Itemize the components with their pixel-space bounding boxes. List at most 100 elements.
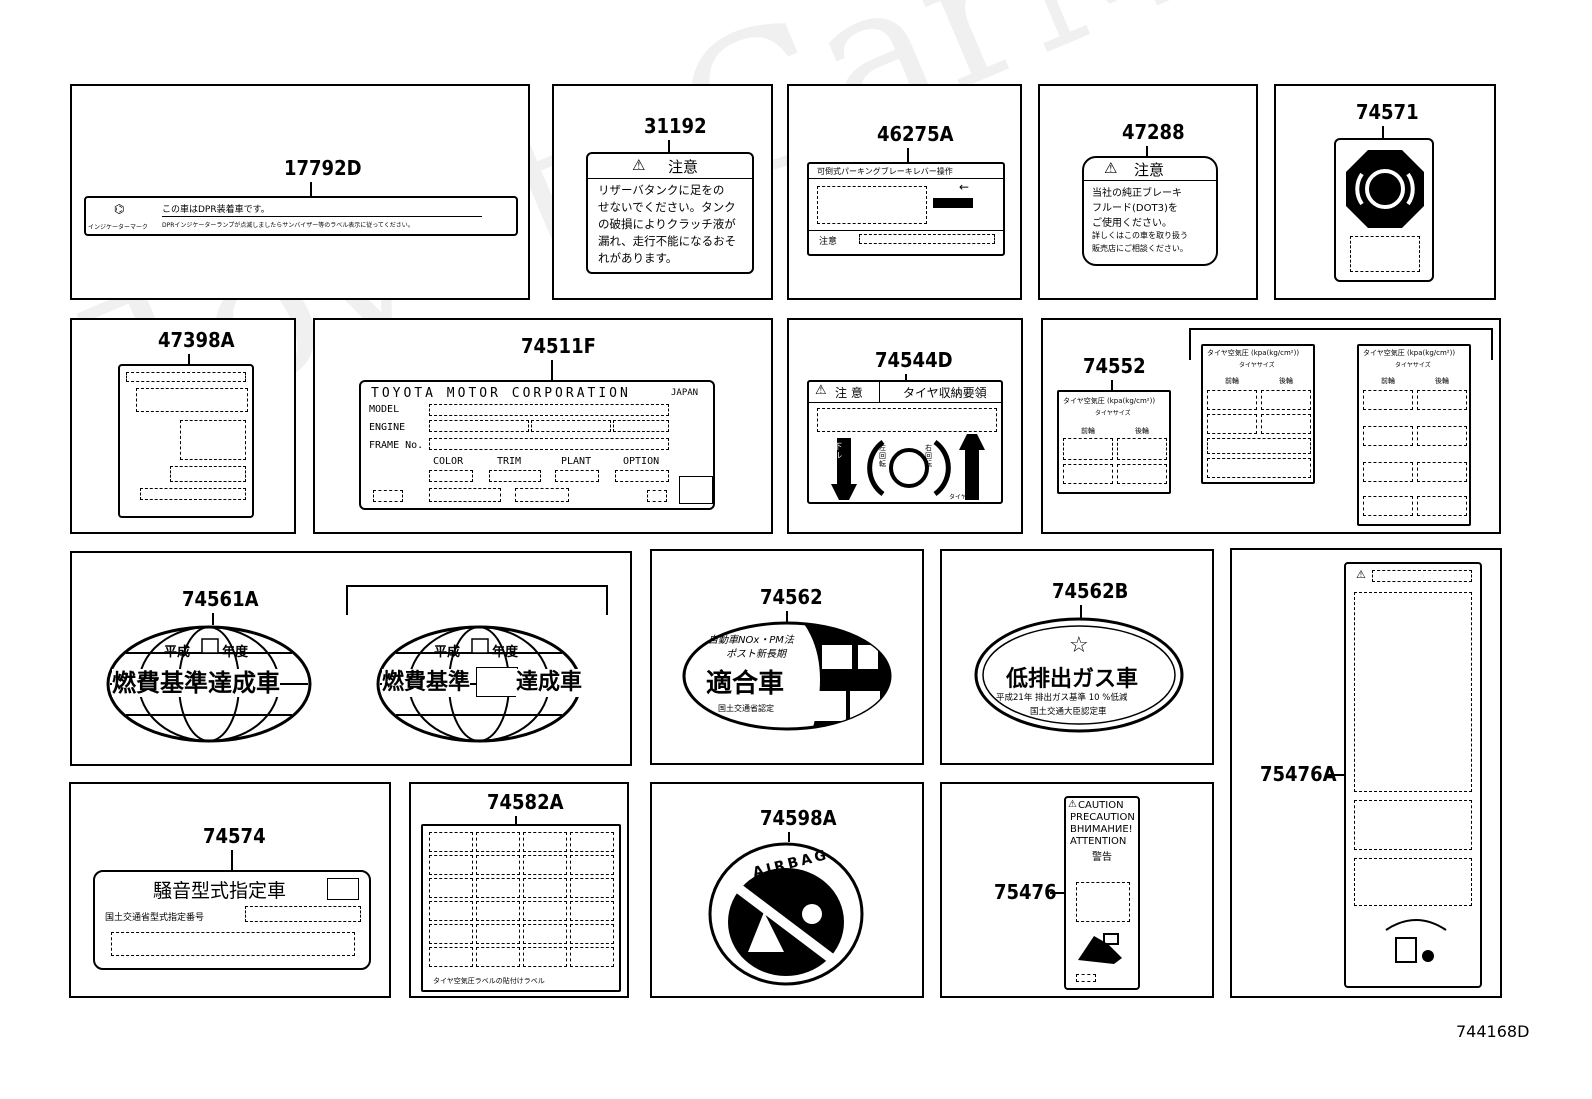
era-label: 平成 [434, 645, 461, 660]
panel-75476a[interactable]: 75476A ⚠ [1230, 548, 1502, 998]
panel-74561a[interactable]: 74561A 平成 年度 燃費基準達成車 平成 年度 燃費基準 達成車 [70, 551, 632, 766]
text-area [1350, 236, 1420, 272]
footer-bar [809, 230, 1003, 231]
grid-cell [429, 947, 473, 967]
panel-74582a[interactable]: 74582A タイヤ空気圧ラベルの貼付けラベル [409, 782, 629, 998]
header-bar: ⚠ 注意 [588, 154, 752, 179]
panel-74552[interactable]: 74552 タイヤ空気圧 (kpa(kg/cm²)) タイヤサイズ 前輪 後輪 … [1041, 318, 1501, 534]
code-field [373, 490, 403, 502]
grid-cell [429, 855, 473, 875]
panel-31192[interactable]: 31192 ⚠ 注意 リザーバタンクに足をの せないでください。タンク の破損に… [552, 84, 773, 300]
warning-icon: ⚠ [815, 383, 827, 398]
panel-74574[interactable]: 74574 騒音型式指定車 国土交通省型式指定番号 [69, 782, 391, 998]
pressure-header: タイヤ空気圧 (kpa(kg/cm²)) [1363, 349, 1456, 357]
tire-size-label: タイヤサイズ [1095, 410, 1131, 417]
value-field [1363, 426, 1413, 446]
code-field [429, 488, 501, 502]
panel-74571[interactable]: 74571 [1274, 84, 1496, 300]
barcode-box [679, 476, 713, 504]
part-number-74562b: 74562B [1052, 579, 1129, 603]
pressure-header: タイヤ空気圧 (kpa(kg/cm²)) [1063, 397, 1156, 405]
panel-47398a[interactable]: 47398A [70, 318, 296, 534]
grid-cell [523, 832, 567, 852]
panel-46275a[interactable]: 46275A 可倒式パーキングブレーキレバー操作 ← 注意 [787, 84, 1022, 300]
label-47288: ⚠ 注意 当社の純正ブレーキ フルード(DOT3)を ご使用ください。 詳しくは… [1082, 156, 1218, 266]
panel-74544d[interactable]: 74544D ⚠ 注 意 タイヤ収納要領 下ル 左回転 右回転 タイヤ [787, 318, 1023, 534]
emblem-text-part-b: 達成車 [516, 669, 583, 697]
hand-icon [1078, 933, 1122, 964]
grid-cell [429, 901, 473, 921]
tire-caption: タイヤ [949, 494, 967, 501]
country: JAPAN [671, 388, 699, 398]
label-74544d: ⚠ 注 意 タイヤ収納要領 下ル 左回転 右回転 タイヤ [807, 380, 1003, 504]
panel-74511f[interactable]: 74511F TOYOTA MOTOR CORPORATION JAPAN MO… [313, 318, 773, 534]
text-block [1354, 800, 1472, 850]
rear-label: 後輪 [1435, 377, 1449, 385]
leader-line [1080, 605, 1082, 619]
leader-line [905, 374, 907, 380]
panel-74562b[interactable]: 74562B ☆ 低排出ガス車 平成21年 排出ガス基準 10 %低減 国土交通… [940, 549, 1214, 765]
frame-label: FRAME No. [369, 440, 424, 451]
text-line: 詳しくはこの車を取り扱う [1092, 231, 1188, 240]
label-74571 [1334, 138, 1434, 282]
emblem-line-1: 平成21年 排出ガス基準 10 %低減 [996, 693, 1128, 703]
caution-line: CAUTION [1078, 800, 1124, 811]
text-line: リザーバタンクに足をの [598, 183, 725, 197]
text-line: せないでください。タンク [598, 200, 736, 214]
text-block [136, 388, 248, 412]
caution-line: ВНИМАНИЕ! [1070, 824, 1133, 835]
panel-74598a[interactable]: 74598A AIRBAG [650, 782, 924, 998]
label-line-2: DPRインジケーターランプが点滅しましたらサンバイザー等のラベル表示に従ってくだ… [162, 222, 414, 229]
value-field [1207, 414, 1257, 434]
grid-cell [570, 832, 614, 852]
down-label: 下ル [834, 442, 842, 460]
text-line: フルード(DOT3)を [1092, 203, 1178, 214]
era-label: 平成 [164, 645, 191, 660]
star-icon: ☆ [1069, 633, 1089, 658]
grid-cell [476, 924, 520, 944]
text-line: 販売店にご相談ください。 [1092, 244, 1188, 253]
panel-75476[interactable]: 75476 CAUTION ⚠ PRECAUTION ВНИМАНИЕ! ATT… [940, 782, 1214, 998]
text-block [140, 488, 246, 500]
footer-warning: 注意 [819, 237, 838, 247]
value-field [1207, 438, 1311, 454]
label-line-1: この車はDPR装着車です。 [162, 205, 270, 215]
part-number-46275a: 46275A [877, 122, 954, 146]
divider [809, 178, 1003, 179]
text-line: の破損によりクラッチ液が [598, 217, 736, 231]
label-74552-variant-b: タイヤ空気圧 (kpa(kg/cm²)) タイヤサイズ 前輪 後輪 [1357, 344, 1471, 526]
panel-47288[interactable]: 47288 ⚠ 注意 当社の純正ブレーキ フルード(DOT3)を ご使用ください… [1038, 84, 1258, 300]
panel-17792d[interactable]: 17792D ⌬ インジケーターマーク この車はDPR装着車です。 DPRインジ… [70, 84, 530, 300]
value-field [1063, 438, 1113, 460]
grid-cell [429, 832, 473, 852]
engine-field [429, 420, 529, 432]
caution-line: ATTENTION [1070, 836, 1127, 847]
color-label: COLOR [433, 456, 464, 467]
label-46275a: 可倒式パーキングブレーキレバー操作 ← 注意 [807, 162, 1005, 256]
grid-cell [476, 832, 520, 852]
text-field [111, 932, 355, 956]
frame-field [429, 438, 669, 450]
part-number-74544d: 74544D [875, 348, 953, 372]
value-field [1117, 438, 1167, 460]
option-label: OPTION [623, 456, 660, 467]
label-74552-variant-a: タイヤ空気圧 (kpa(kg/cm²)) タイヤサイズ 前輪 後輪 [1201, 344, 1315, 484]
warning-icon: ⚠ [1068, 799, 1077, 810]
instruction-graphic [1076, 882, 1130, 922]
text-block [1354, 592, 1472, 792]
header-title: 注 意 [835, 386, 863, 400]
caution-line: PRECAUTION [1070, 812, 1135, 823]
label-47398a [118, 364, 254, 518]
panel-74562[interactable]: 74562 自動車NOx・PM法 ポスト新長期 適合車 国土交通省認定 [650, 549, 924, 765]
part-number-75476: 75476 [994, 880, 1057, 904]
value-field [1063, 464, 1113, 484]
rear-label: 後輪 [1279, 377, 1293, 385]
text-block [1354, 858, 1472, 906]
text-block [170, 466, 246, 482]
blank-box [476, 667, 518, 697]
label-31192: ⚠ 注意 リザーバタンクに足をの せないでください。タンク の破損によりクラッチ… [586, 152, 754, 274]
value-field [1417, 426, 1467, 446]
label-75476: CAUTION ⚠ PRECAUTION ВНИМАНИЕ! ATTENTION… [1064, 796, 1140, 990]
leader-line [788, 832, 790, 842]
diagram-area [817, 186, 927, 224]
